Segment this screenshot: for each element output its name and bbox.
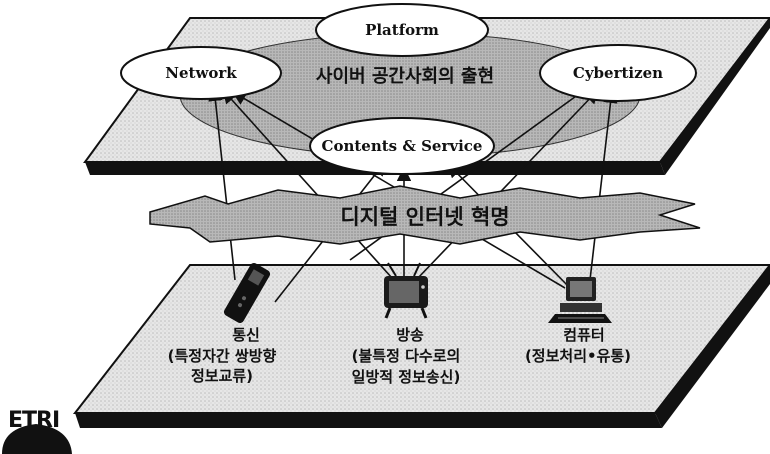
digital-revolution-label: 디지털 인터넷 혁명	[340, 205, 509, 229]
caption-telecom-line1: (특정자간 쌍방향	[168, 347, 277, 365]
caption-broadcast: 방송 (불특정 다수로의 일방적 정보송신)	[352, 326, 461, 386]
node-network: Network	[120, 46, 282, 100]
node-contents-service-label: Contents & Service	[322, 137, 483, 155]
caption-broadcast-line2: 일방적 정보송신)	[352, 368, 461, 386]
node-network-label: Network	[165, 64, 237, 82]
caption-telecom: 통신 (특정자간 쌍방향 정보교류)	[168, 326, 277, 385]
computer-icon	[548, 277, 612, 323]
cyberspace-society-title: 사이버 공간사회의 출현	[316, 66, 494, 87]
node-contents-service: Contents & Service	[309, 117, 495, 175]
etri-logo-text: ETRI	[8, 408, 59, 433]
node-platform-label: Platform	[365, 21, 439, 39]
node-contents-service-ellipse	[309, 117, 495, 175]
node-platform: Platform	[315, 3, 489, 57]
top-plane-edge-right	[660, 18, 770, 175]
mobile-phone-icon	[223, 262, 271, 324]
node-cybertizen-label: Cybertizen	[573, 64, 663, 82]
television-icon	[384, 262, 428, 319]
node-cybertizen-ellipse	[539, 44, 697, 102]
caption-computer-line1: (정보처리•유통)	[525, 347, 631, 365]
caption-telecom-title: 통신	[232, 326, 260, 344]
etri-logo: ETRI	[2, 408, 72, 454]
node-cybertizen: Cybertizen	[539, 44, 697, 102]
caption-computer: 컴퓨터 (정보처리•유통)	[525, 326, 631, 365]
bottom-plane-edge-bottom	[75, 413, 662, 428]
caption-telecom-line2: 정보교류)	[191, 367, 253, 385]
caption-broadcast-title: 방송	[396, 326, 424, 344]
bottom-plane-edge-right	[655, 265, 770, 428]
digital-revolution-banner: 디지털 인터넷 혁명	[149, 185, 701, 245]
caption-computer-title: 컴퓨터	[563, 326, 604, 344]
caption-broadcast-line1: (불특정 다수로의	[352, 347, 461, 365]
node-platform-ellipse	[315, 3, 489, 57]
arrow-phone-to-network	[208, 86, 236, 281]
arrow-tv-to-cybertizen	[417, 88, 599, 279]
node-network-ellipse	[120, 46, 282, 100]
arrow-pc-to-cybertizen	[589, 88, 618, 281]
starburst-shape	[149, 185, 701, 245]
arrow-tv-to-network	[222, 88, 393, 279]
